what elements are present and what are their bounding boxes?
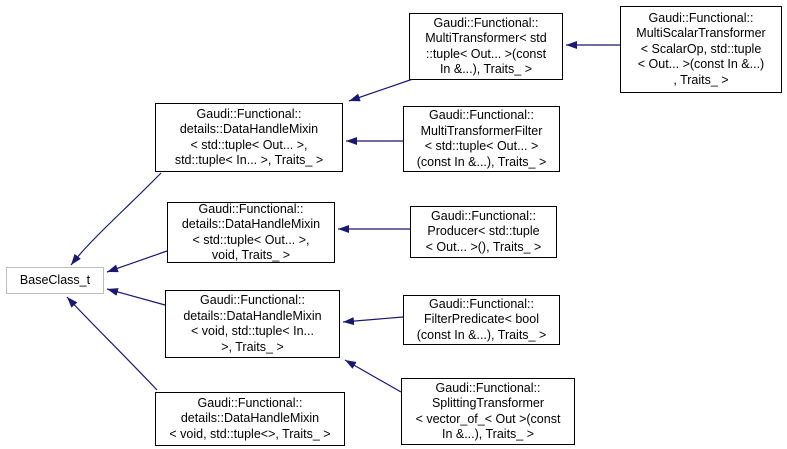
arrow-multitransformer-to-datahandlemixin-out-in xyxy=(348,78,414,102)
class-node-label: Gaudi::Functional:: details::DataHandleM… xyxy=(181,201,321,263)
class-node-datahandlemixin-void-in[interactable]: Gaudi::Functional:: details::DataHandleM… xyxy=(165,290,340,358)
arrow-datahandlemixin-void-empty-to-baseclass xyxy=(66,296,158,391)
class-node-label: Gaudi::Functional:: MultiScalarTransform… xyxy=(636,10,766,87)
arrow-splittingtransformer-to-datahandlemixin-void-in xyxy=(344,359,402,393)
class-node-datahandlemixin-void-empty[interactable]: Gaudi::Functional:: details::DataHandleM… xyxy=(155,392,345,446)
arrow-datahandlemixin-void-in-to-baseclass xyxy=(106,288,166,306)
class-node-label: Gaudi::Functional:: details::DataHandleM… xyxy=(169,395,331,441)
class-node-multitransformer[interactable]: Gaudi::Functional:: MultiTransformer< st… xyxy=(409,13,563,80)
class-node-label: Gaudi::Functional:: details::DataHandleM… xyxy=(183,293,322,354)
class-node-datahandlemixin-out-in[interactable]: Gaudi::Functional:: details::DataHandleM… xyxy=(155,103,343,172)
class-node-splittingtransformer[interactable]: Gaudi::Functional:: SplittingTransformer… xyxy=(401,378,575,445)
class-node-label: Gaudi::Functional:: FilterPredicate< boo… xyxy=(416,296,547,342)
class-node-multiscalartransformer[interactable]: Gaudi::Functional:: MultiScalarTransform… xyxy=(620,6,782,93)
class-node-filterpredicate[interactable]: Gaudi::Functional:: FilterPredicate< boo… xyxy=(403,295,560,345)
arrow-datahandlemixin-out-void-to-baseclass xyxy=(106,250,168,273)
class-node-label: Gaudi::Functional:: MultiTransformerFilt… xyxy=(416,108,547,169)
class-node-producer[interactable]: Gaudi::Functional:: Producer< std::tuple… xyxy=(410,206,557,258)
class-node-label: Gaudi::Functional:: SplittingTransformer… xyxy=(415,380,561,442)
class-node-label: Gaudi::Functional:: Producer< std::tuple… xyxy=(425,208,542,254)
class-node-label: BaseClass_t xyxy=(19,272,91,287)
class-node-label: Gaudi::Functional:: details::DataHandleM… xyxy=(174,106,324,168)
class-node-baseclass-t: BaseClass_t xyxy=(6,267,104,294)
class-node-datahandlemixin-out-void[interactable]: Gaudi::Functional:: details::DataHandleM… xyxy=(167,202,335,263)
class-node-multitransformerfilter[interactable]: Gaudi::Functional:: MultiTransformerFilt… xyxy=(403,106,560,172)
class-node-label: Gaudi::Functional:: MultiTransformer< st… xyxy=(425,15,547,77)
arrow-datahandlemixin-out-in-to-baseclass xyxy=(70,172,162,266)
arrow-filterpredicate-to-datahandlemixin-void-in xyxy=(342,316,404,326)
